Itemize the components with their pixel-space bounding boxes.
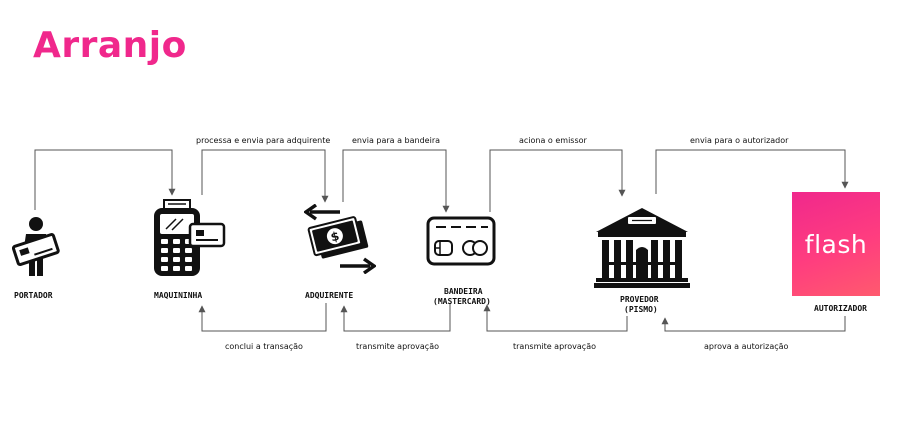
step-label-forward: processa e envia para adquirente (196, 136, 331, 145)
connector-provedor-autorizador (655, 149, 849, 194)
page-title: Arranjo (33, 25, 187, 66)
credit-card-icon (426, 216, 496, 266)
node-label-bandeira: BANDEIRA (444, 287, 483, 296)
connector-portador-maquininha (34, 149, 176, 210)
node-label-autorizador: AUTORIZADOR (814, 304, 867, 313)
connector-maquininha-adquirente (201, 149, 329, 203)
step-label-return: aprova a autorização (704, 342, 789, 351)
step-label-return: conclui a transação (225, 342, 303, 351)
connector-bandeira-provedor (489, 149, 626, 212)
flash-logo: flash (804, 229, 868, 259)
step-label-return: transmite aprovação (356, 342, 440, 351)
svg-text:$: $ (329, 229, 340, 245)
node-sublabel-provedor: (PISMO) (624, 305, 658, 314)
money-exchange-icon: $ (304, 204, 376, 274)
node-label-maquininha: MAQUININHA (154, 291, 203, 300)
connector-adquirente-bandeira (342, 149, 450, 213)
connector-autorizador-provedor (661, 316, 846, 332)
step-label-forward: envia para o autorizador (690, 136, 789, 145)
connector-provedor-bandeira (483, 304, 628, 332)
node-sublabel-bandeira: (MASTERCARD) (433, 297, 491, 306)
connector-adquirente-maquininha (198, 303, 327, 332)
node-label-adquirente: ADQUIRENTE (305, 291, 354, 300)
step-label-return: transmite aprovação (513, 342, 597, 351)
card-machine-icon (154, 199, 226, 276)
node-label-provedor: PROVEDOR (620, 295, 659, 304)
step-label-forward: aciona o emissor (519, 136, 587, 145)
node-label-portador: PORTADOR (14, 291, 53, 300)
person-with-card-icon (12, 217, 60, 276)
bank-building-icon (594, 208, 690, 288)
connector-bandeira-adquirente (340, 303, 451, 332)
flash-logo-box: flash (792, 192, 880, 296)
step-label-forward: envia para a bandeira (352, 136, 441, 145)
